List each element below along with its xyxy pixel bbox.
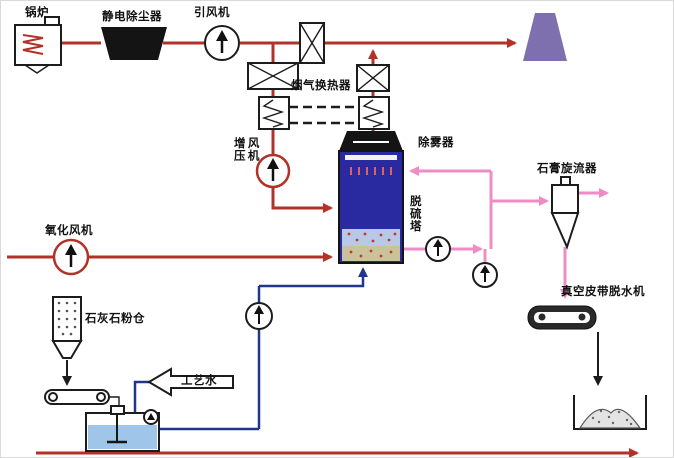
process-water-arrow bbox=[147, 367, 234, 397]
water-lines bbox=[133, 267, 368, 431]
boiler-symbol bbox=[14, 16, 62, 74]
tower-symbol bbox=[338, 131, 404, 264]
solid-material-lines bbox=[62, 332, 603, 410]
label-id-fan: 引风机 bbox=[194, 7, 230, 19]
ggh-left-symbol bbox=[247, 62, 299, 90]
booster-fan-symbol bbox=[255, 153, 291, 189]
label-tower: 脱硫塔 bbox=[408, 195, 421, 233]
label-oxidation-fan: 氧化风机 bbox=[45, 225, 93, 237]
belt-symbol bbox=[527, 305, 597, 330]
damper-icon bbox=[299, 22, 325, 64]
label-cyclone: 石膏旋流器 bbox=[537, 163, 597, 175]
cyclone-symbol bbox=[550, 176, 580, 250]
label-boiler: 锅炉 bbox=[25, 7, 49, 19]
label-gas-heater: 烟气换热器 bbox=[291, 80, 351, 92]
label-booster-fan: 增压 风机 bbox=[232, 137, 259, 162]
label-process-water: 工艺水 bbox=[181, 375, 217, 387]
label-limestone-silo: 石灰石粉仓 bbox=[85, 313, 145, 325]
feed-pump-symbol bbox=[143, 409, 159, 425]
gypsum-pile-symbol bbox=[573, 395, 647, 430]
heat-exchanger-right-symbol bbox=[358, 96, 390, 130]
id-fan-symbol bbox=[204, 25, 240, 61]
stack-symbol bbox=[523, 13, 567, 61]
oxidation-fan-symbol bbox=[52, 238, 90, 276]
esp-symbol bbox=[101, 27, 167, 60]
slurry-pump-b-symbol bbox=[472, 262, 498, 288]
heat-exchanger-link-lines bbox=[289, 105, 359, 125]
label-vacuum-belt: 真空皮带脱水机 bbox=[561, 286, 645, 298]
slurry-pump-a-symbol bbox=[425, 236, 451, 262]
limestone-silo-symbol bbox=[51, 296, 83, 359]
feeder-symbol bbox=[44, 389, 110, 405]
label-esp: 静电除尘器 bbox=[102, 11, 162, 23]
recirculation-pump-symbol bbox=[245, 302, 273, 330]
heat-exchanger-left-symbol bbox=[258, 96, 290, 130]
label-demister: 除雾器 bbox=[418, 137, 454, 149]
ggh-right-symbol bbox=[356, 64, 390, 92]
